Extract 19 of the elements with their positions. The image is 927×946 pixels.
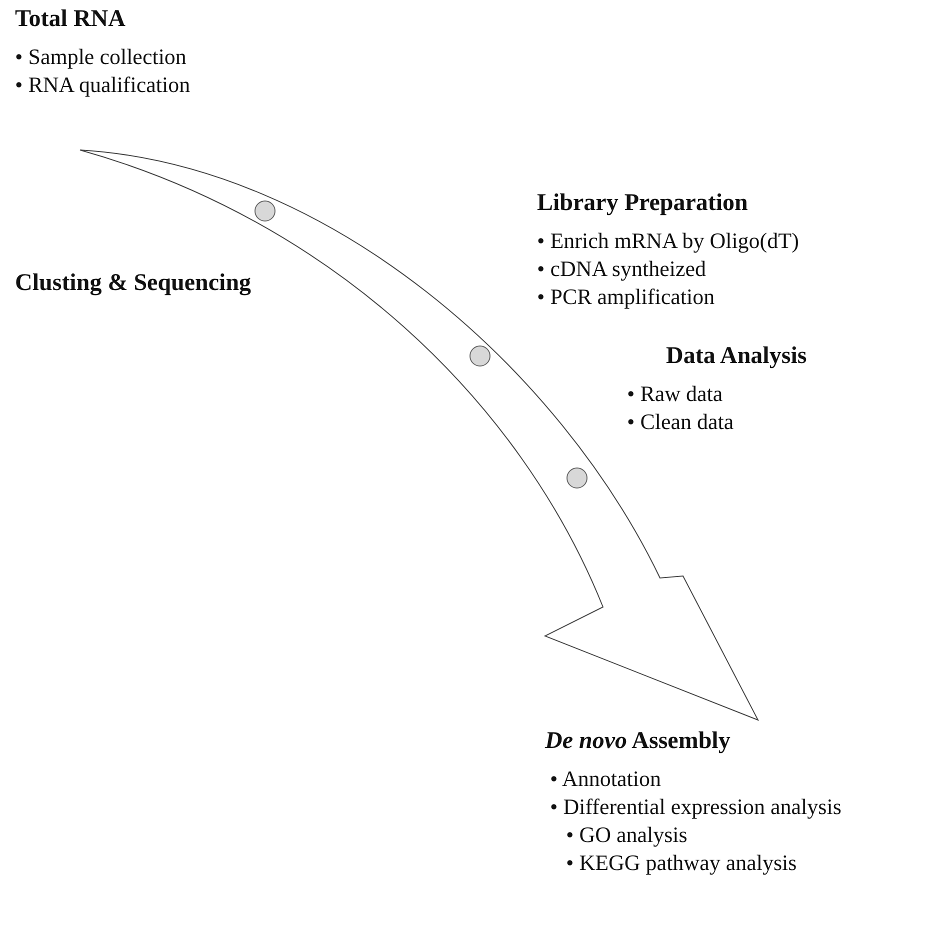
bullet-item: • Sample collection	[15, 44, 186, 70]
section-heading: Library Preparation	[537, 190, 748, 216]
bullet-item: • Annotation	[550, 766, 661, 792]
section-heading: De novo Assembly	[545, 728, 730, 754]
section-heading: Data Analysis	[666, 343, 807, 369]
step-dot	[254, 200, 276, 222]
bullet-item: • RNA qualification	[15, 72, 190, 98]
bullet-item: • Enrich mRNA by Oligo(dT)	[537, 228, 799, 254]
bullet-item: • GO analysis	[566, 822, 688, 848]
section-heading: Total RNA	[15, 6, 126, 32]
bullet-item: • Clean data	[627, 409, 734, 435]
bullet-item: • PCR amplification	[537, 284, 715, 310]
bullet-item: • Raw data	[627, 381, 723, 407]
bullet-item: • Differential expression analysis	[550, 794, 842, 820]
bullet-item: • cDNA syntheized	[537, 256, 706, 282]
section-heading: Clusting & Sequencing	[15, 270, 252, 296]
step-dot	[469, 345, 491, 367]
step-dot	[566, 467, 588, 489]
bullet-item: • KEGG pathway analysis	[566, 850, 797, 876]
